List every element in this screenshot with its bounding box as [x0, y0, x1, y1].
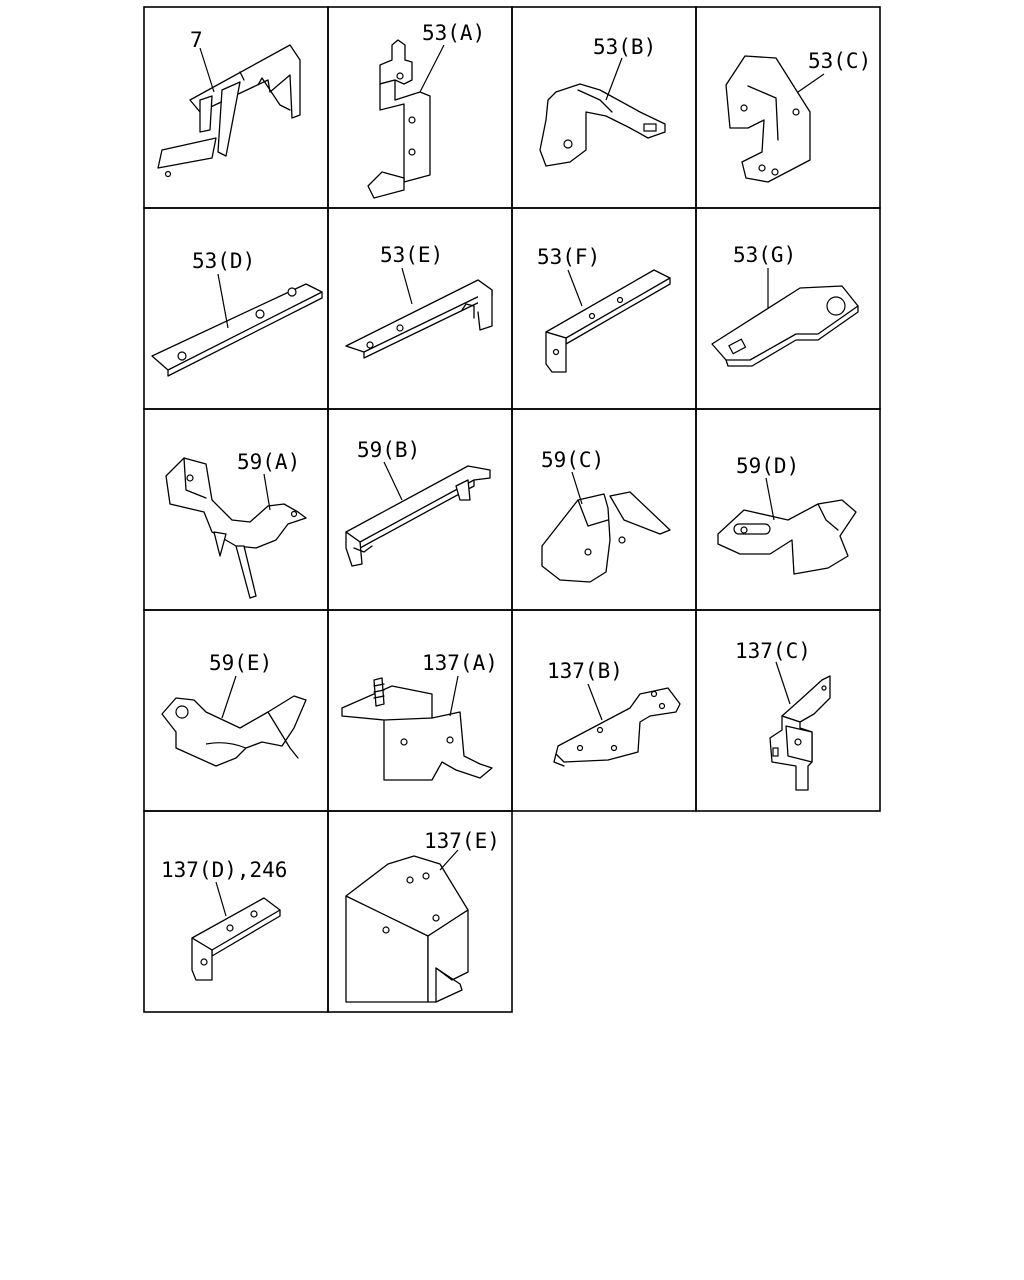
leader-59a: [263, 473, 271, 511]
bracket-53a: [367, 39, 431, 199]
callout-59b: 59(B): [357, 438, 420, 462]
callout-53c: 53(C): [808, 49, 871, 73]
leader-53d: [217, 273, 229, 329]
cell-59a: [143, 408, 329, 611]
leader-59d: [765, 477, 775, 521]
callout-59d: 59(D): [736, 454, 799, 478]
bracket-59d: [717, 499, 857, 575]
bracket-59a: [165, 457, 307, 599]
callout-137a: 137(A): [422, 651, 498, 675]
leader-137a: [449, 675, 459, 717]
callout-59c: 59(C): [541, 448, 604, 472]
bracket-137a: [341, 677, 493, 781]
grid: [143, 6, 881, 1013]
bracket-53g: [711, 285, 859, 367]
bracket-59e: [161, 695, 307, 767]
callout-53f: 53(F): [537, 245, 600, 269]
callout-59e: 59(E): [209, 651, 272, 675]
cell-137d-246: [143, 810, 329, 1013]
bracket-53e: [345, 279, 493, 359]
callout-53a: 53(A): [422, 21, 485, 45]
callout-53e: 53(E): [380, 243, 443, 267]
callout-53g: 53(G): [733, 243, 796, 267]
callout-53b: 53(B): [593, 35, 656, 59]
callout-137b: 137(B): [547, 659, 623, 683]
bracket-59b: [345, 465, 491, 567]
bracket-53b: [539, 83, 666, 167]
leader-7: [199, 47, 215, 93]
bracket-53d: [151, 283, 323, 377]
leader-137b: [587, 683, 603, 721]
bracket-137e: [345, 855, 469, 1003]
callout-137c: 137(C): [735, 639, 811, 663]
callout-137e: 137(E): [424, 829, 500, 853]
leader-137c: [775, 661, 791, 705]
leader-59b: [383, 461, 403, 501]
leader-53a: [419, 44, 445, 93]
leader-53b: [605, 57, 623, 101]
bracket-53f: [545, 269, 671, 373]
cell-137c: [695, 609, 881, 812]
leader-53f: [567, 269, 583, 307]
bracket-7: [157, 44, 301, 178]
bracket-137d-246: [191, 897, 281, 981]
leader-137e: [439, 849, 459, 871]
bracket-59c: [541, 491, 671, 583]
callout-59a: 59(A): [237, 450, 300, 474]
callout-53d: 53(D): [192, 249, 255, 273]
leader-137d-246: [215, 881, 227, 917]
bracket-137b: [553, 687, 681, 767]
cell-137e: [327, 810, 513, 1013]
leader-59c: [571, 471, 583, 505]
leader-53e: [401, 267, 413, 305]
leader-53c: [797, 73, 825, 93]
bracket-53c: [725, 55, 811, 183]
callout-7: 7: [190, 28, 203, 52]
callout-137d-246: 137(D),246: [161, 858, 287, 882]
bracket-137c: [769, 675, 831, 791]
leader-59e: [221, 675, 237, 719]
